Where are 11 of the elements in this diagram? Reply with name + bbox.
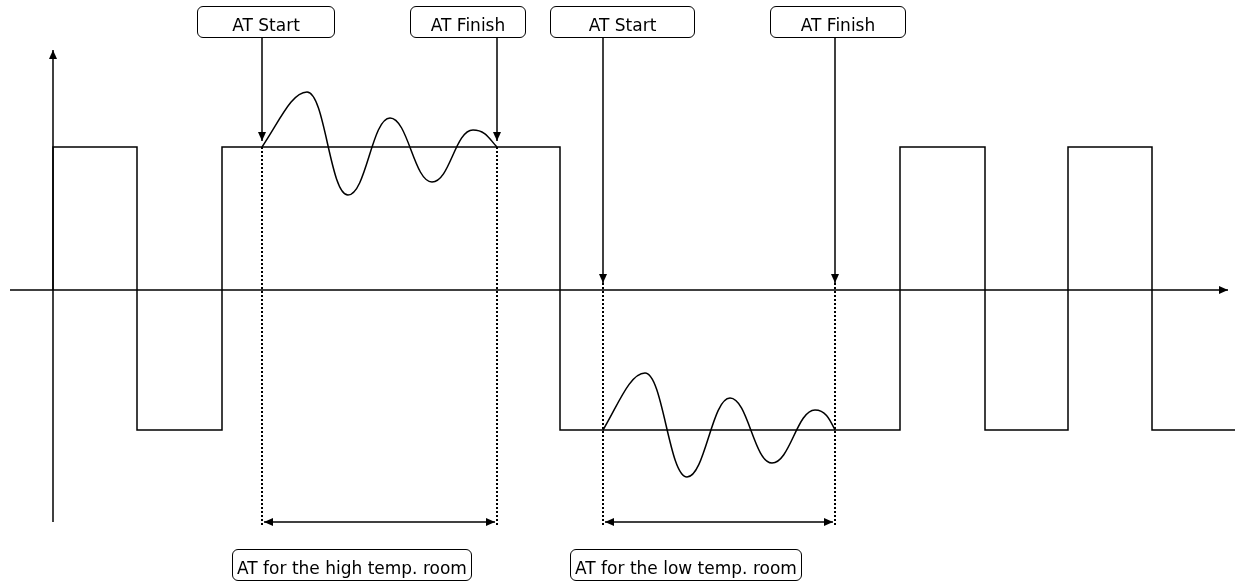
leader-arrow xyxy=(599,37,607,284)
callout-box: AT Start xyxy=(550,6,695,38)
callout-box: AT Start xyxy=(197,6,335,38)
oscillation-curve xyxy=(261,91,498,196)
callout-box: AT Finish xyxy=(410,6,526,38)
label-box: AT for the low temp. room xyxy=(570,549,802,581)
leader-arrow xyxy=(493,37,501,142)
label-box: AT for the high temp. room xyxy=(232,549,472,581)
leader-arrow xyxy=(258,37,266,142)
callout-box: AT Finish xyxy=(770,6,906,38)
leader-arrow xyxy=(831,37,839,284)
